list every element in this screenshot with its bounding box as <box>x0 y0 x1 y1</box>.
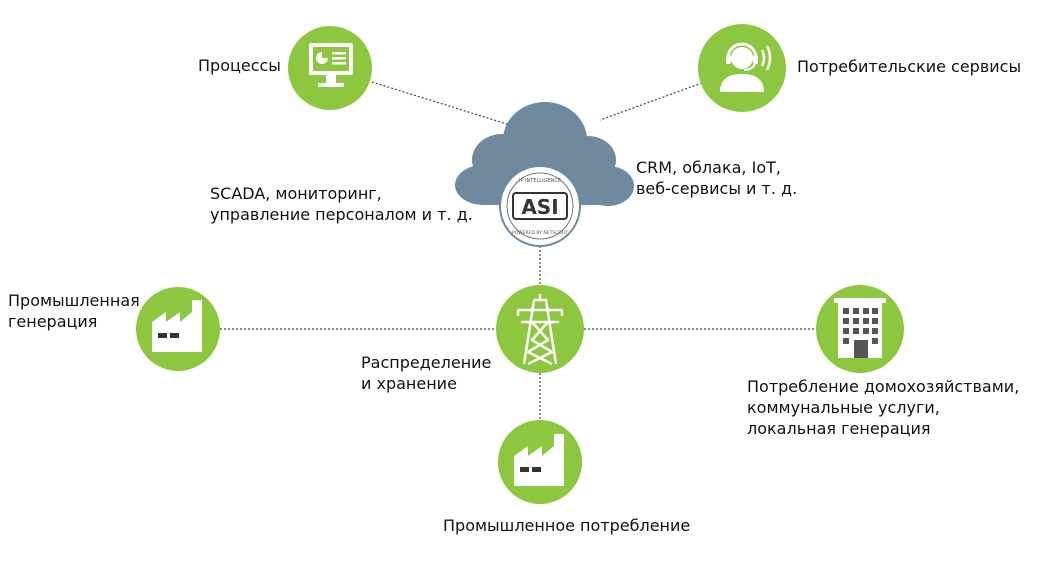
industrial-generation-node <box>136 287 220 371</box>
distribution-node <box>496 285 584 373</box>
industrial-generation-label: Промышленная генерация <box>8 291 140 331</box>
processes-label: Процессы <box>198 56 281 75</box>
asi-badge: ASI IP INTELLIGENCE POWERED BY NETSCOUT <box>499 165 581 247</box>
distribution-label: Распределение и хранение <box>361 353 492 393</box>
asi-badge-bottom-text: POWERED BY NETSCOUT <box>512 230 568 236</box>
industrial-consumption-node <box>498 420 582 504</box>
connector-lines <box>220 81 818 420</box>
factory-icon <box>514 434 564 486</box>
household-node <box>816 285 904 373</box>
crm-annotation: CRM, облака, IoT, веб-сервисы и т. д. <box>636 158 798 198</box>
consumer-services-label: Потребительские сервисы <box>797 57 1022 76</box>
headset-operator-icon <box>720 42 772 92</box>
consumer-services-node <box>698 24 786 112</box>
household-label: Потребление домохозяйствами, коммунальны… <box>747 377 1020 438</box>
processes-node <box>288 26 372 110</box>
cloud-node: ASI IP INTELLIGENCE POWERED BY NETSCOUT <box>455 102 634 247</box>
connector-consumer-services-cloud <box>599 82 703 121</box>
factory-icon <box>152 300 202 352</box>
apartment-building-icon <box>834 298 886 358</box>
power-tower-icon <box>516 294 564 366</box>
industrial-consumption-label: Промышленное потребление <box>443 516 691 535</box>
scada-annotation: SCADA, мониторинг, управление персоналом… <box>210 184 473 224</box>
connector-processes-cloud <box>371 81 511 126</box>
cloud-icon <box>455 102 634 206</box>
monitor-chart-icon <box>309 43 353 87</box>
asi-badge-text: ASI <box>521 195 558 219</box>
asi-badge-top-text: IP INTELLIGENCE <box>519 178 561 184</box>
